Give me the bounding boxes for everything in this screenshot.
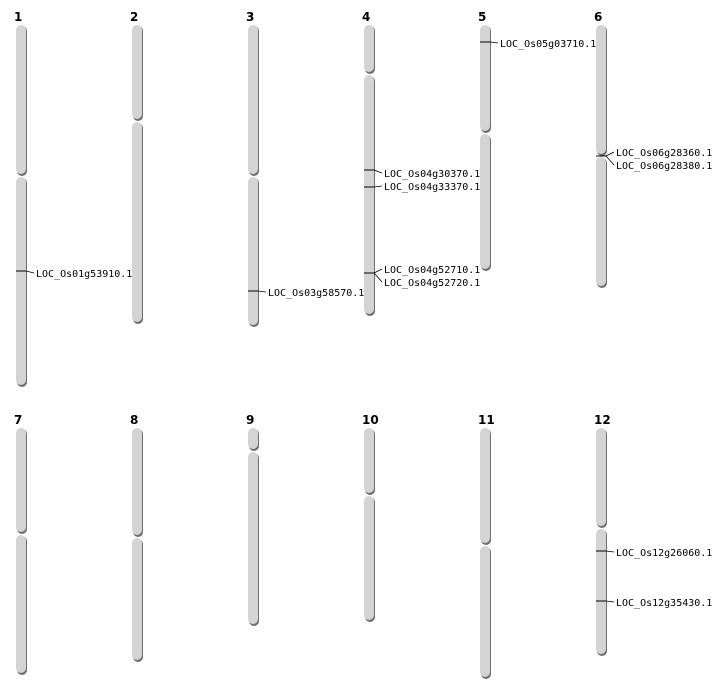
chromosome-9: 9 (246, 413, 259, 626)
chromosome-arm-p (596, 25, 606, 154)
chromosome-4: 4LOC_Os04g30370.1LOC_Os04g33370.1LOC_Os0… (362, 10, 480, 316)
gene-connector (605, 550, 615, 553)
chromosome-11: 11 (478, 413, 495, 679)
gene-connector (257, 290, 267, 293)
chromosome-10: 10 (362, 413, 379, 622)
gene-label: LOC_Os12g35430.1 (616, 598, 712, 609)
gene-connector (605, 155, 615, 166)
chromosome-arm-q (16, 535, 26, 673)
gene-label: LOC_Os04g52720.1 (384, 278, 480, 289)
gene-label: LOC_Os06g28360.1 (616, 148, 712, 159)
gene-connector (373, 272, 383, 283)
chromosome-label: 8 (130, 413, 138, 427)
chromosome-label: 9 (246, 413, 254, 427)
chromosome-8: 8 (130, 413, 143, 662)
gene-label: LOC_Os04g52710.1 (384, 265, 480, 276)
gene-label: LOC_Os04g30370.1 (384, 169, 480, 180)
chromosome-label: 2 (130, 10, 138, 24)
chromosome-arm-p (596, 428, 606, 526)
chromosome-arm-p (364, 25, 374, 72)
chromosome-label: 6 (594, 10, 602, 24)
chromosome-arm-q (480, 546, 490, 677)
chromosome-arm-p (16, 25, 26, 174)
chromosome-arm-q (596, 529, 606, 654)
gene-connector (373, 185, 383, 188)
chromosome-arm-q (16, 177, 26, 385)
gene-connector (605, 600, 615, 603)
chromosome-arm-q (132, 538, 142, 660)
chromosome-arm-q (248, 452, 258, 624)
chromosome-arm-q (480, 134, 490, 269)
chromosome-arm-p (248, 428, 258, 449)
gene-label: LOC_Os03g58570.1 (268, 288, 364, 299)
chromosome-arm-p (248, 25, 258, 174)
chromosome-label: 3 (246, 10, 254, 24)
gene-label: LOC_Os12g26060.1 (616, 548, 712, 559)
gene-connector (373, 169, 383, 174)
gene-connector (373, 268, 383, 274)
gene-connector (605, 151, 615, 157)
gene-label: LOC_Os04g33370.1 (384, 182, 480, 193)
gene-connector (489, 41, 499, 44)
chromosome-arm-p (132, 25, 142, 119)
chromosome-label: 12 (594, 413, 611, 427)
chromosome-arm-q (132, 122, 142, 322)
chromosome-label: 4 (362, 10, 370, 24)
gene-label: LOC_Os06g28380.1 (616, 161, 712, 172)
gene-label: LOC_Os05g03710.1 (500, 39, 596, 50)
gene-label: LOC_Os01g53910.1 (36, 269, 132, 280)
chromosome-label: 7 (14, 413, 22, 427)
chromosome-arm-p (480, 428, 490, 543)
chromosome-arm-p (16, 428, 26, 532)
chromosome-label: 11 (478, 413, 495, 427)
chromosome-arm-q (248, 177, 258, 325)
chromosome-arm-q (364, 496, 374, 620)
chromosome-arm-p (480, 25, 490, 131)
chromosome-2: 2 (130, 10, 143, 324)
gene-connector (25, 270, 35, 274)
chromosome-arm-p (364, 428, 374, 493)
chromosome-arm-q (364, 75, 374, 314)
chromosome-7: 7 (14, 413, 27, 675)
chromosome-label: 10 (362, 413, 379, 427)
chromosome-label: 1 (14, 10, 22, 24)
chromosome-label: 5 (478, 10, 486, 24)
chromosome-arm-q (596, 157, 606, 286)
chromosome-arm-p (132, 428, 142, 535)
